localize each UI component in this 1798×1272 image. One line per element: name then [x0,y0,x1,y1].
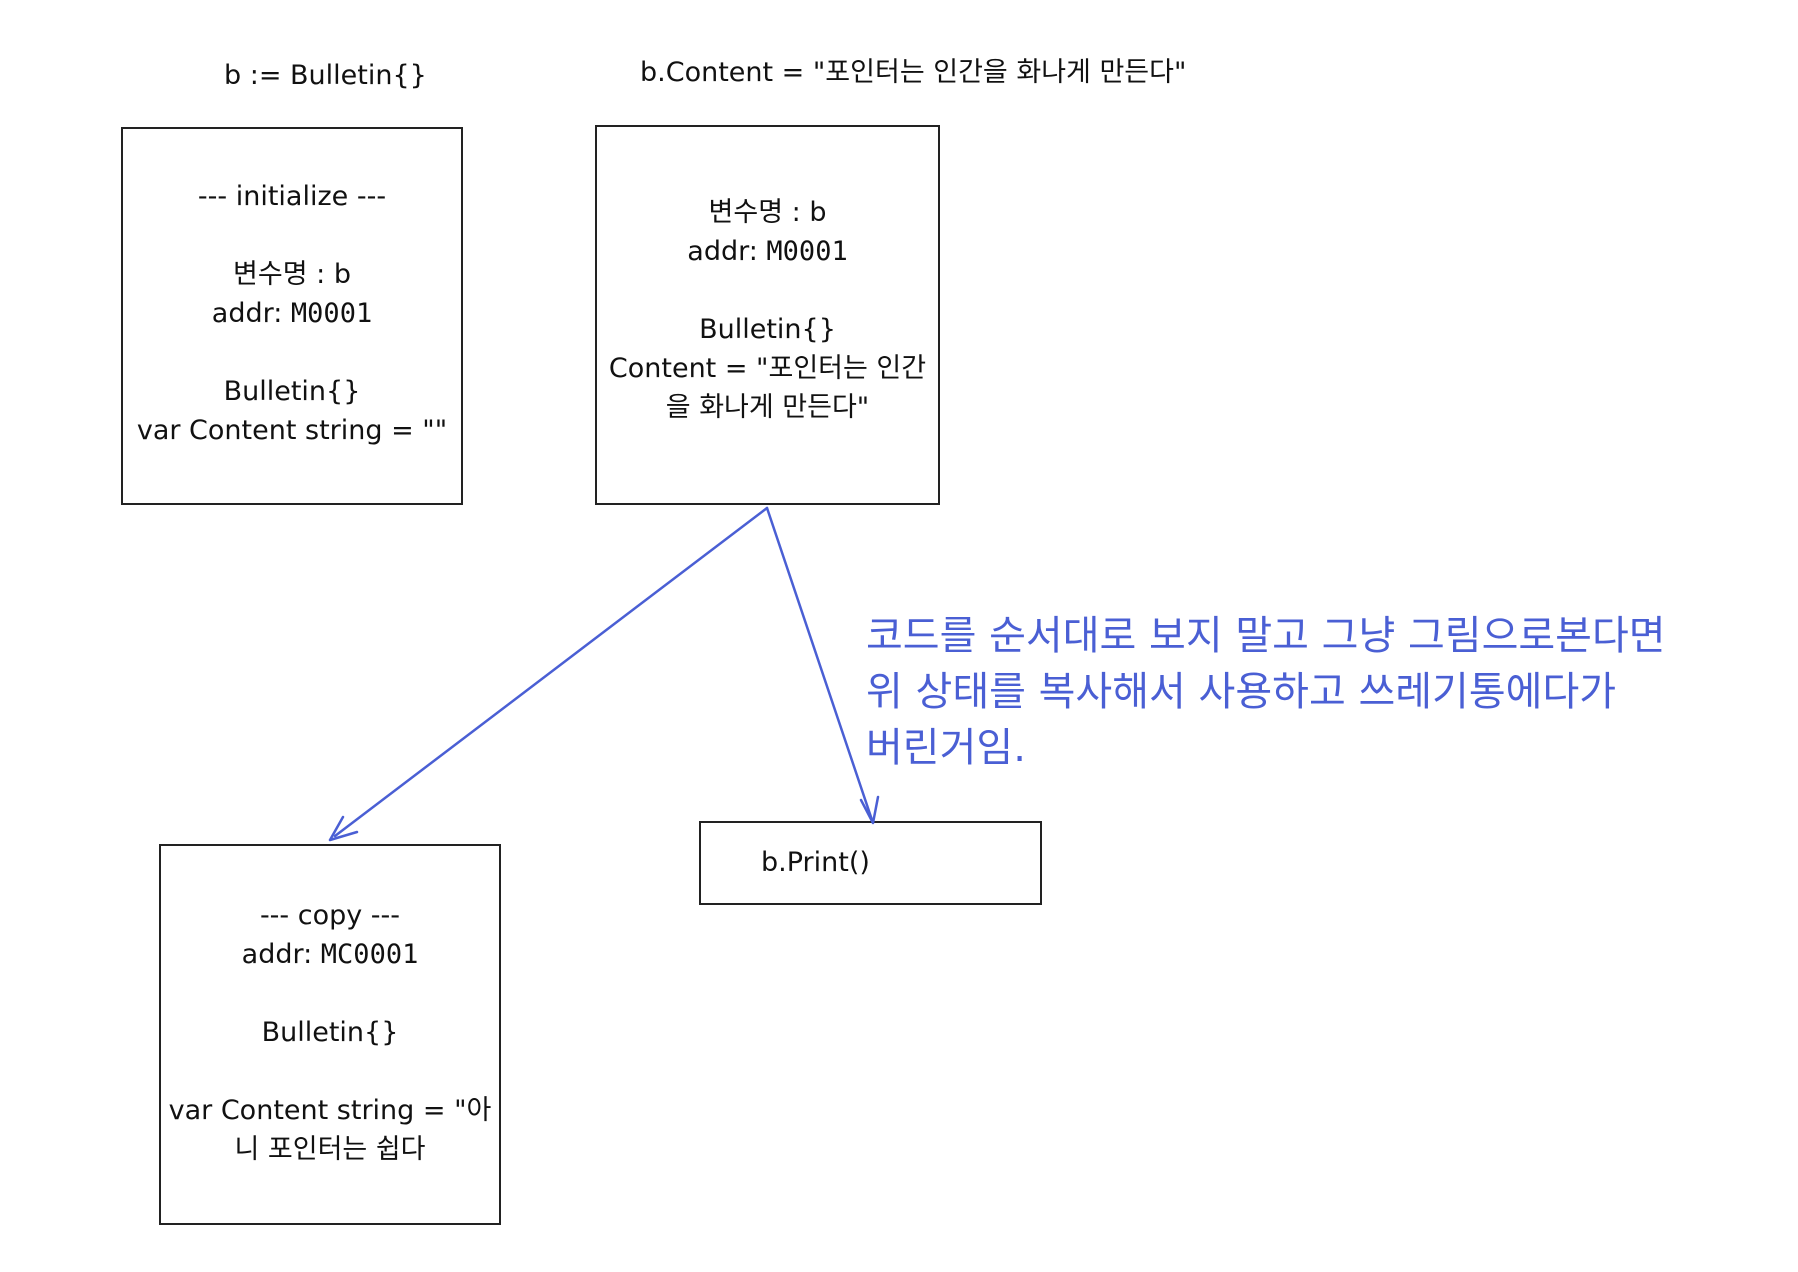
struct-type: Bulletin{} [699,314,836,345]
struct-field: var Content string = "" [136,415,448,446]
caption-assign: b.Content = "포인터는 인간을 화나게 만든다" [640,57,1187,88]
address-line: addr: M0001 [123,294,461,333]
print-call-box: b.Print() [699,821,1042,905]
caption-declare: b := Bulletin{} [224,60,427,91]
struct-field: Content = "포인터는 인간을 화나게 만든다" [608,353,927,423]
arrow-to-copy [328,506,769,842]
struct-type: Bulletin{} [261,1017,399,1048]
variable-name: 변수명 : b [233,259,351,290]
variable-name: 변수명 : b [708,197,827,228]
address-value: MC0001 [320,939,419,970]
note-line: 위 상태를 복사해서 사용하고 쓰레기통에다가 [866,669,1617,715]
address-label: addr: [211,298,291,329]
memory-box-copy: --- copy --- addr: MC0001 Bulletin{} var… [159,844,501,1225]
note-line: 코드를 순서대로 보지 말고 그냥 그림으로본다면 [866,613,1666,659]
address-line: addr: MC0001 [161,935,499,974]
arrow-to-print [765,506,880,825]
memory-box-initialize: --- initialize --- 변수명 : b addr: M0001 B… [121,127,463,505]
note-line: 버린거임. [866,725,1026,771]
box-header: --- initialize --- [197,181,387,212]
struct-type: Bulletin{} [223,376,361,407]
address-value: M0001 [290,298,373,329]
address-label: addr: [241,939,321,970]
struct-field: var Content string = "아니 포인터는 쉽다 [168,1095,492,1165]
annotation-note: 코드를 순서대로 보지 말고 그냥 그림으로본다면 위 상태를 복사해서 사용하… [866,608,1766,776]
memory-box-assign: 변수명 : b addr: M0001 Bulletin{} Content =… [595,125,940,505]
print-call-label: b.Print() [761,847,870,878]
address-line: addr: M0001 [597,232,938,271]
address-label: addr: [687,236,767,267]
box-header: --- copy --- [259,900,401,931]
address-value: M0001 [766,236,848,267]
